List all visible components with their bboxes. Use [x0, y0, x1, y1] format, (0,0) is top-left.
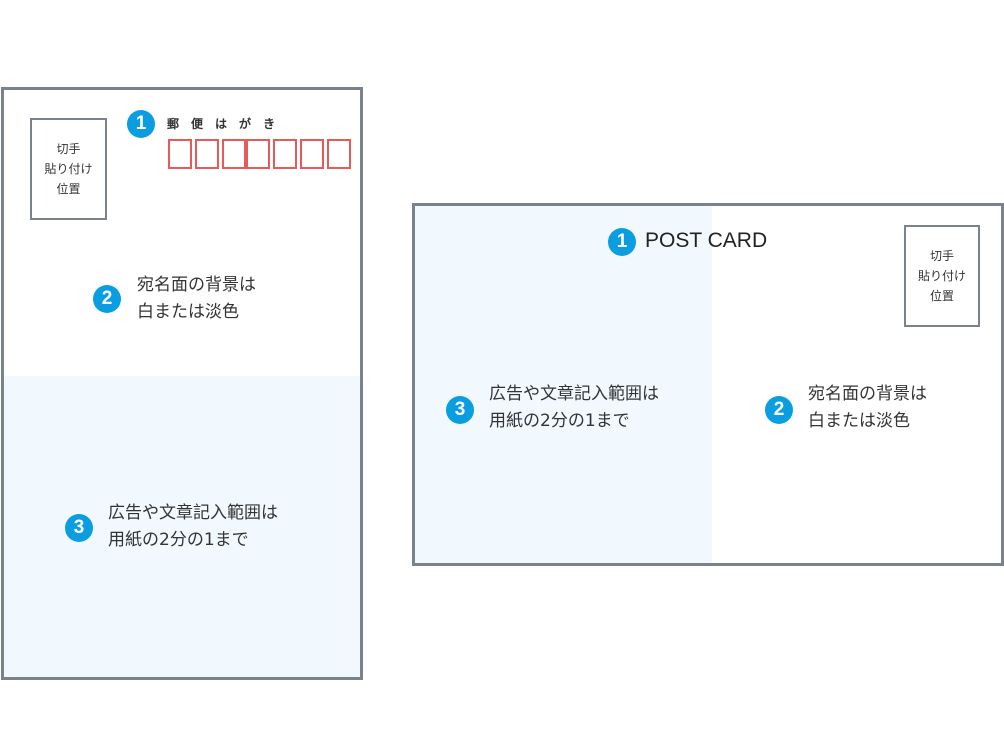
postal-code-box [195, 139, 219, 169]
postal-code-group-1 [168, 139, 246, 169]
badge-2: 2 [765, 396, 793, 424]
badge-2: 2 [93, 285, 121, 313]
stamp-area: 切手 貼り付け 位置 [30, 118, 107, 220]
postcard-title: POST CARD [645, 229, 768, 252]
stamp-area: 切手 貼り付け 位置 [904, 225, 980, 327]
postal-code-box [300, 139, 324, 169]
message-area [4, 376, 360, 677]
label-background: 宛名面の背景は 白または淡色 [808, 384, 927, 431]
message-area [415, 206, 712, 563]
label-message-area: 広告や文章記入範囲は 用紙の2分の1まで [108, 503, 278, 550]
postal-code-box [168, 139, 192, 169]
postal-code-group-2 [246, 139, 351, 169]
label-message-area: 広告や文章記入範囲は 用紙の2分の1まで [489, 384, 659, 431]
badge-1: 1 [608, 228, 636, 256]
badge-1: 1 [127, 110, 155, 138]
vertical-postcard: 切手 貼り付け 位置 1 郵便はがき 2 宛名面の背景は 白または淡色 3 広告… [1, 87, 363, 680]
postal-code-box [273, 139, 297, 169]
horizontal-postcard: 1 POST CARD 切手 貼り付け 位置 3 広告や文章記入範囲は 用紙の2… [412, 203, 1004, 566]
badge-3: 3 [65, 514, 93, 542]
postal-code-box [327, 139, 351, 169]
postal-code-box [222, 139, 246, 169]
kana-title: 郵便はがき [167, 117, 288, 131]
postal-code-box [246, 139, 270, 169]
label-background: 宛名面の背景は 白または淡色 [137, 275, 256, 322]
badge-3: 3 [446, 396, 474, 424]
